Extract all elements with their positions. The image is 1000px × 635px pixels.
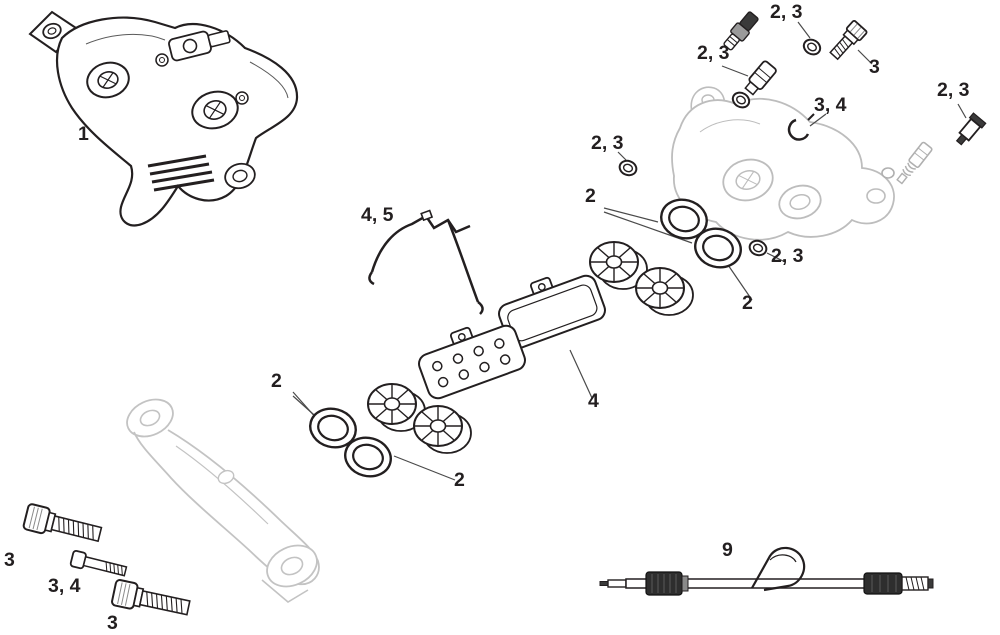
hose-barb (723, 11, 759, 51)
label-thru-axle: 9 (722, 539, 733, 561)
label-small-oring-right: 2, 3 (771, 245, 804, 267)
label-retaining-clip: 3, 4 (814, 94, 847, 116)
label-banjo-bolt: 3 (869, 56, 880, 78)
small-oring-right (746, 237, 770, 259)
label-hose-fitting: 2, 3 (697, 42, 730, 64)
lower-piston-2 (413, 405, 472, 454)
small-oring-left (616, 157, 640, 179)
label-pin-fitting: 2, 3 (937, 79, 970, 101)
label-brake-pads: 4 (588, 390, 599, 412)
label-mount-bolt-lower: 3 (107, 612, 118, 634)
label-mount-bolt-upper: 3 (4, 549, 15, 571)
upper-piston-2 (635, 267, 694, 316)
pad-spring (368, 209, 484, 315)
caliper-bore-2 (191, 90, 239, 130)
caliper-half-ghost (671, 86, 895, 241)
label-lower-seal-second: 2 (454, 469, 465, 491)
label-upper-seal-second: 2 (742, 292, 753, 314)
banjo-fitting (168, 30, 231, 62)
label-small-bolt: 3, 4 (48, 575, 81, 597)
hose-fitting-nut (744, 60, 777, 96)
caliper-fins (147, 154, 215, 192)
banjo-bolt (829, 20, 868, 61)
mount-bolt-lower (110, 578, 193, 622)
top-oring (800, 35, 824, 59)
mount-bracket-ghost (126, 398, 320, 603)
label-upper-seals: 2 (585, 185, 596, 207)
label-top-oring: 2, 3 (770, 1, 803, 23)
label-caliper-assembly: 1 (78, 123, 89, 145)
bleed-screw-ghost (896, 141, 933, 185)
label-small-oring-left: 2, 3 (591, 132, 624, 154)
label-pad-spring: 4, 5 (361, 204, 394, 226)
bleed-oring-ghost (881, 167, 895, 179)
pin-fitting (955, 112, 987, 146)
caliper-assembly (28, 10, 299, 227)
brake-pad-front (411, 311, 529, 403)
axle-threads (901, 576, 929, 591)
leader-lines (292, 21, 967, 481)
thru-axle (599, 546, 934, 596)
axle-clip (751, 546, 806, 592)
mount-bolt-upper (21, 502, 104, 548)
retaining-clip (787, 113, 815, 141)
label-lower-seals: 2 (271, 370, 282, 392)
caliper-bore-1 (86, 61, 130, 99)
